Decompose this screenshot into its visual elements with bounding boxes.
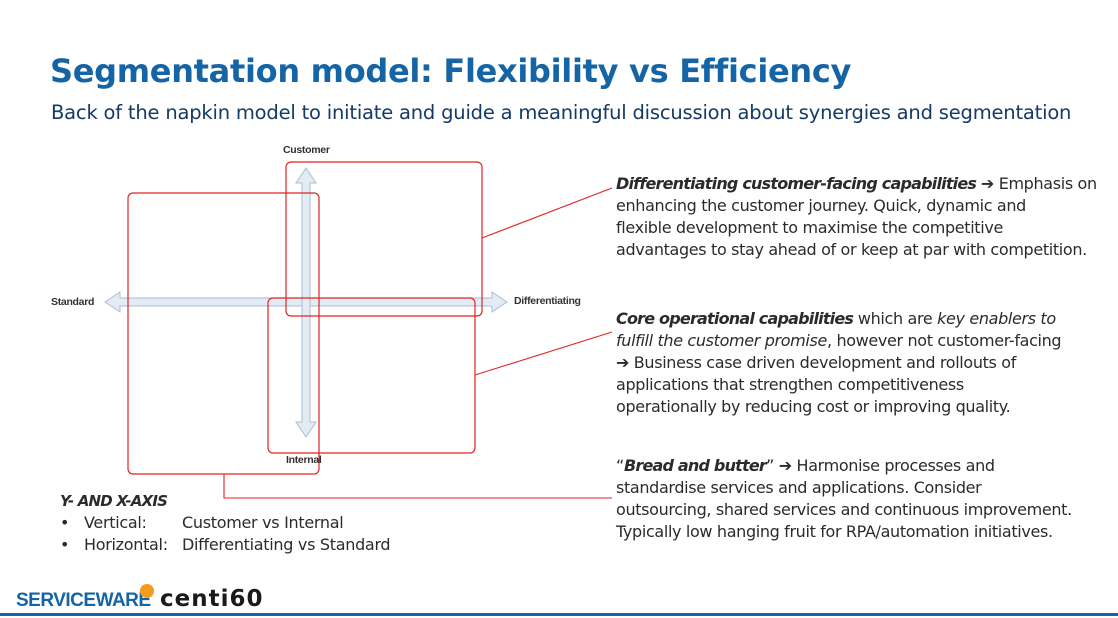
footer-divider bbox=[0, 613, 1118, 616]
description-text: enhancing the customer journey. Quick, d… bbox=[616, 196, 1026, 215]
description-text: applications that strengthen competitive… bbox=[616, 375, 964, 394]
description-text: , however not customer-facing bbox=[826, 331, 1062, 350]
connector-core-operational bbox=[474, 331, 613, 376]
bullet-icon: • bbox=[60, 513, 70, 532]
description-text: which are bbox=[853, 309, 938, 328]
serviceware-logo: SERVICEWARE bbox=[16, 590, 151, 611]
description-text: flexible development to maximise the com… bbox=[616, 218, 1003, 237]
legend-item: • Horizontal: Differentiating vs Standar… bbox=[60, 535, 391, 557]
axis-legend: Y- AND X-AXIS • Vertical: Customer vs In… bbox=[60, 492, 391, 557]
connector-bread-butter bbox=[223, 474, 612, 499]
description-customer-facing: Differentiating customer-facing capabili… bbox=[616, 173, 1097, 261]
customer-facing-box bbox=[285, 161, 483, 317]
legend-axis-name: Vertical: bbox=[84, 513, 147, 532]
axis-label-internal: Internal bbox=[286, 454, 322, 466]
arrow-right-icon: ➔ bbox=[616, 353, 630, 372]
arrow-right-icon: ➔ bbox=[778, 456, 792, 475]
description-text: outsourcing, shared services and continu… bbox=[616, 500, 1072, 519]
axis-label-standard: Standard bbox=[51, 296, 95, 308]
description-emphasis: key enablers to bbox=[937, 309, 1056, 328]
arrow-right-icon: ➔ bbox=[980, 174, 994, 193]
description-text: Harmonise processes and bbox=[791, 456, 996, 475]
legend-axis-value: Differentiating vs Standard bbox=[182, 535, 391, 554]
description-text: operationally by reducing cost or improv… bbox=[616, 397, 1011, 416]
serviceware-logo-mark-icon bbox=[140, 584, 154, 598]
connector-customer-facing bbox=[481, 187, 613, 239]
legend-axis-name: Horizontal: bbox=[84, 535, 168, 554]
core-operational-box bbox=[267, 297, 476, 454]
page-subtitle: Back of the napkin model to initiate and… bbox=[51, 101, 1072, 124]
description-bread-butter: “Bread and butter” ➔ Harmonise processes… bbox=[616, 455, 1072, 543]
vertical-axis-arrow bbox=[295, 167, 317, 438]
description-text: Typically low hanging fruit for RPA/auto… bbox=[616, 522, 1053, 541]
legend-heading: Y- AND X-AXIS bbox=[60, 492, 168, 510]
description-lead: Core operational capabilities bbox=[616, 309, 854, 328]
description-text: Business case driven development and rol… bbox=[629, 353, 1017, 372]
bread-butter-box bbox=[127, 192, 320, 475]
description-lead: Bread and butter bbox=[623, 456, 767, 475]
axis-label-customer: Customer bbox=[283, 144, 330, 156]
description-text: standardise services and applications. C… bbox=[616, 478, 982, 497]
bullet-icon: • bbox=[60, 535, 70, 554]
legend-item: • Vertical: Customer vs Internal bbox=[60, 513, 344, 535]
axis-label-differentiating: Differentiating bbox=[514, 295, 581, 307]
description-emphasis: fulfill the customer promise bbox=[616, 331, 827, 350]
quote-close: ” bbox=[766, 456, 774, 475]
description-core-operational: Core operational capabilities which are … bbox=[616, 308, 1062, 418]
page-title: Segmentation model: Flexibility vs Effic… bbox=[50, 52, 852, 90]
description-lead: Differentiating customer-facing capabili… bbox=[616, 174, 977, 193]
legend-axis-value: Customer vs Internal bbox=[182, 513, 344, 532]
quote-open: “ bbox=[616, 456, 624, 475]
description-text: Emphasis on bbox=[993, 174, 1097, 193]
description-text: advantages to stay ahead of or keep at p… bbox=[616, 240, 1087, 259]
centiq-logo: centi60 bbox=[160, 586, 264, 612]
